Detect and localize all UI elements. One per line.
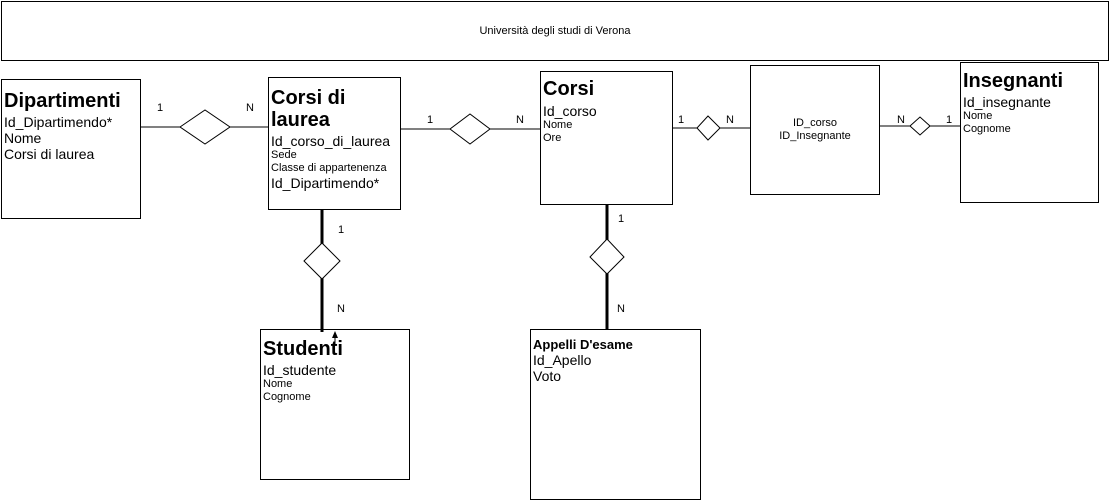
entity-field: Ore [543, 132, 562, 144]
entity-corsi-di-laurea: Corsi di laurea Id_corso_di_laurea Sede … [268, 77, 401, 210]
entity-field: Classe di appartenenza [271, 162, 387, 174]
entity-title: Corsi [543, 78, 595, 100]
diamond-ci-ins [909, 116, 931, 136]
arrowhead [332, 331, 338, 338]
card-corsi-ci-n: N [726, 114, 734, 126]
entity-title: laurea [271, 109, 330, 131]
card-corsi-ci-1: 1 [678, 114, 685, 126]
entity-field: Id_Apello [533, 352, 592, 368]
card-cdl-stud-n: N [337, 303, 345, 315]
diamond-dip-cdl [179, 109, 231, 145]
card-dip-cdl-n: N [246, 102, 254, 114]
entity-field: Cognome [963, 123, 1011, 135]
entity-field: ID_Insegnante [779, 130, 851, 142]
entity-field: Nome [963, 110, 993, 122]
diamond-corsi-app [589, 238, 625, 275]
entity-title: Corsi di [271, 87, 346, 109]
entity-title: Insegnanti [963, 70, 1064, 92]
entity-field: Corsi di laurea [4, 146, 95, 162]
entity-field: Nome [263, 378, 293, 390]
card-corsi-app-n: N [617, 303, 625, 315]
entity-field: Voto [533, 368, 562, 384]
card-cdl-stud-1: 1 [338, 224, 345, 236]
entity-field: Id_studente [263, 362, 337, 378]
entity-field: Id_insegnante [963, 94, 1051, 110]
entity-field: Cognome [263, 391, 311, 403]
entity-field: Nome [543, 119, 573, 131]
entity-field: Sede [271, 149, 297, 161]
entity-field: Id_Dipartimendo* [271, 175, 380, 191]
diamond-cdl-corsi [449, 113, 491, 145]
card-cdl-corsi-n: N [516, 114, 524, 126]
header-title: Università degli studi di Verona [479, 25, 631, 37]
entity-corso-insegnante: ID_corso ID_Insegnante [750, 65, 880, 195]
card-corsi-app-1: 1 [618, 213, 625, 225]
card-cdl-corsi-1: 1 [427, 114, 434, 126]
card-ci-ins-n: N [897, 114, 905, 126]
entity-dipartimenti: Dipartimenti Id_Dipartimendo* Nome Corsi… [1, 79, 141, 219]
entity-appelli-desame: Appelli D'esame Id_Apello Voto [530, 329, 701, 500]
entity-field: Id_Dipartimendo* [4, 114, 113, 130]
diamond-corsi-ci [696, 115, 721, 141]
entity-corsi: Corsi Id_corso Nome Ore [540, 71, 673, 205]
diamond-cdl-stud [303, 242, 341, 280]
entity-field: ID_corso [792, 117, 838, 129]
entity-title: Studenti [263, 338, 343, 360]
entity-field: Id_corso [543, 103, 597, 119]
entity-insegnanti: Insegnanti Id_insegnante Nome Cognome [960, 62, 1099, 203]
entity-studenti: Studenti Id_studente Nome Cognome [260, 329, 410, 480]
entity-field: Id_corso_di_laurea [271, 133, 391, 149]
header-box: Università degli studi di Verona [1, 1, 1109, 61]
card-dip-cdl-1: 1 [157, 102, 164, 114]
entity-field: Nome [4, 130, 42, 146]
entity-title: Dipartimenti [4, 90, 121, 112]
entity-title: Appelli D'esame [533, 337, 633, 352]
card-ci-ins-1: 1 [946, 114, 953, 126]
